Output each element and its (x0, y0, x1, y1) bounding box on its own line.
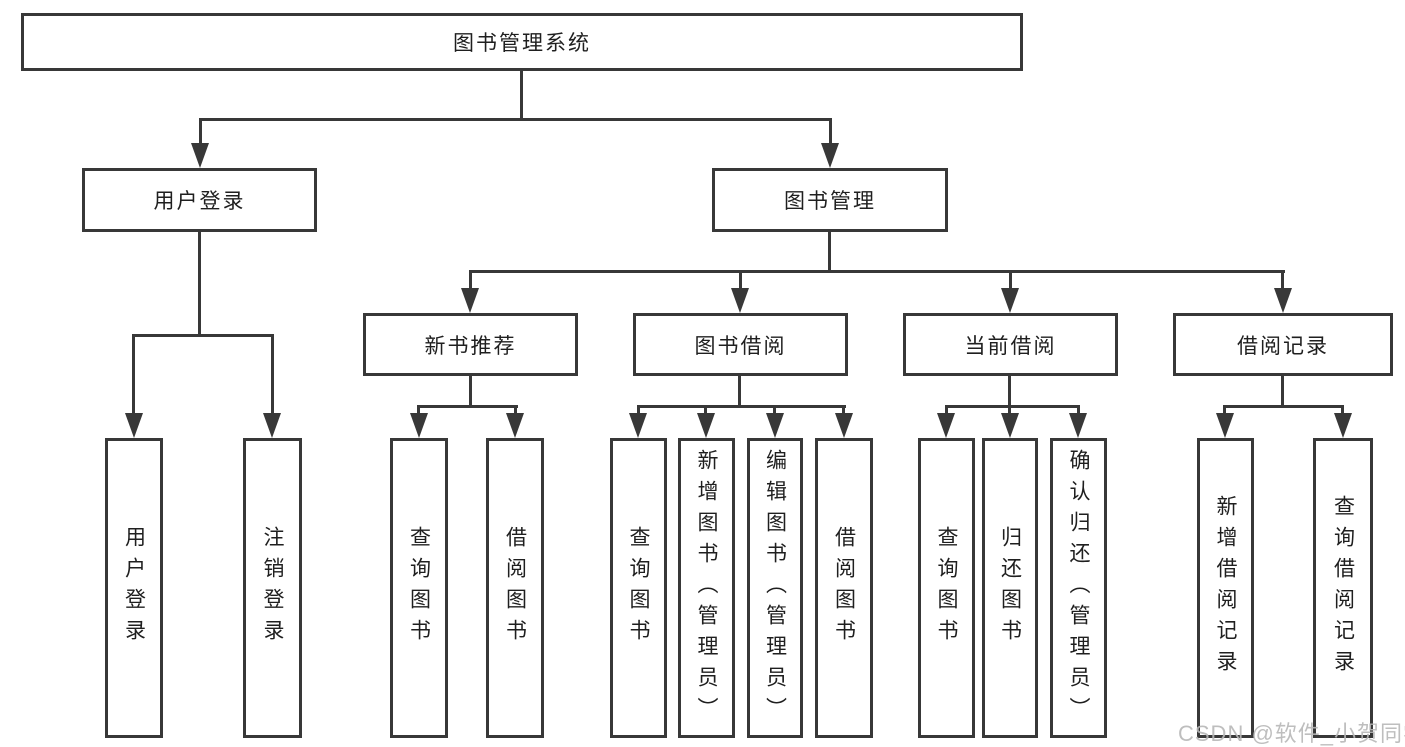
leaf-confirm-return-admin: 确认归还（管理员） (1050, 438, 1107, 738)
leaf-user-login: 用户登录 (105, 438, 163, 738)
connector-line (469, 270, 472, 289)
node-label: 借阅图书 (832, 526, 856, 650)
connector-line (1281, 376, 1284, 407)
leaf-add-borrow-record: 新增借阅记录 (1197, 438, 1254, 738)
arrowhead-down (821, 143, 839, 168)
leaf-query-borrow-record: 查询借阅记录 (1313, 438, 1373, 738)
arrowhead-down (410, 413, 428, 438)
arrowhead-down (263, 413, 281, 438)
node-book-borrowing: 图书借阅 (633, 313, 848, 376)
node-label: 确认归还（管理员） (1067, 448, 1090, 728)
connector-line (271, 334, 274, 414)
node-label: 新书推荐 (424, 334, 517, 358)
connector-line (417, 405, 420, 415)
node-label: 借阅图书 (503, 526, 527, 650)
node-label: 当前借阅 (964, 334, 1057, 358)
connector-line (520, 70, 523, 120)
connector-line (945, 405, 1080, 408)
arrowhead-down (766, 413, 784, 438)
leaf-query-books-recommend: 查询图书 (390, 438, 448, 738)
connector-line (829, 118, 832, 145)
arrowhead-down (461, 288, 479, 313)
node-label: 借阅记录 (1237, 334, 1329, 358)
leaf-add-books-admin: 新增图书（管理员） (678, 438, 735, 738)
connector-line (417, 405, 518, 408)
arrowhead-down (937, 413, 955, 438)
arrowhead-down (1069, 413, 1087, 438)
connector-line (828, 232, 831, 272)
node-label: 查询图书 (935, 526, 958, 650)
node-label: 新增借阅记录 (1214, 495, 1237, 681)
connector-line (1077, 405, 1080, 415)
leaf-edit-books-admin: 编辑图书（管理员） (747, 438, 803, 738)
node-label: 新增图书（管理员） (695, 448, 718, 728)
node-borrowing-records: 借阅记录 (1173, 313, 1393, 376)
leaf-return-books: 归还图书 (982, 438, 1038, 738)
node-label: 注销登录 (261, 526, 284, 650)
node-book-management: 图书管理 (712, 168, 948, 232)
connector-line (945, 405, 948, 415)
connector-line (1341, 405, 1344, 415)
node-user-login: 用户登录 (82, 168, 317, 232)
connector-line (637, 405, 846, 408)
node-label: 用户登录 (122, 526, 146, 650)
node-label: 编辑图书（管理员） (763, 448, 787, 728)
connector-line (199, 118, 202, 145)
connector-line (739, 270, 742, 289)
connector-line (514, 405, 517, 415)
arrowhead-down (1274, 288, 1292, 313)
arrowhead-down (1001, 413, 1019, 438)
connector-line (199, 118, 832, 121)
node-new-book-recommend: 新书推荐 (363, 313, 578, 376)
node-label: 图书管理系统 (453, 32, 591, 55)
connector-line (842, 405, 845, 415)
connector-line (704, 405, 707, 415)
arrowhead-down (835, 413, 853, 438)
arrowhead-down (506, 413, 524, 438)
leaf-borrow-books-recommend: 借阅图书 (486, 438, 544, 738)
leaf-query-books-borrowing: 查询图书 (610, 438, 667, 738)
leaf-borrow-books-borrowing: 借阅图书 (815, 438, 873, 738)
node-label: 查询借阅记录 (1331, 495, 1355, 681)
node-label: 归还图书 (998, 526, 1022, 650)
node-label: 图书管理 (784, 190, 876, 213)
connector-line (1008, 405, 1011, 415)
arrowhead-down (191, 143, 209, 168)
arrowhead-down (1216, 413, 1234, 438)
connector-line (1223, 405, 1344, 408)
node-label: 用户登录 (153, 190, 246, 213)
connector-line (469, 376, 472, 407)
node-label: 查询图书 (627, 526, 650, 650)
connector-line (773, 405, 776, 415)
node-label: 查询图书 (407, 526, 431, 650)
connector-line (1008, 376, 1011, 407)
connector-line (469, 270, 1285, 273)
leaf-logout: 注销登录 (243, 438, 302, 738)
node-label: 图书借阅 (694, 334, 787, 358)
node-library-management-system: 图书管理系统 (21, 13, 1023, 71)
arrowhead-down (731, 288, 749, 313)
connector-line (132, 334, 274, 337)
connector-line (1223, 405, 1226, 415)
connector-line (637, 405, 640, 415)
arrowhead-down (1334, 413, 1352, 438)
arrowhead-down (629, 413, 647, 438)
connector-line (198, 232, 201, 337)
connector-line (738, 376, 741, 407)
arrowhead-down (697, 413, 715, 438)
leaf-query-books-current: 查询图书 (918, 438, 975, 738)
connector-line (132, 334, 135, 414)
connector-line (1281, 270, 1284, 289)
arrowhead-down (1001, 288, 1019, 313)
connector-line (1009, 270, 1012, 289)
csdn-watermark: CSDN @软件_小贺同学 (1178, 721, 1405, 746)
arrowhead-down (125, 413, 143, 438)
node-current-borrowing: 当前借阅 (903, 313, 1118, 376)
